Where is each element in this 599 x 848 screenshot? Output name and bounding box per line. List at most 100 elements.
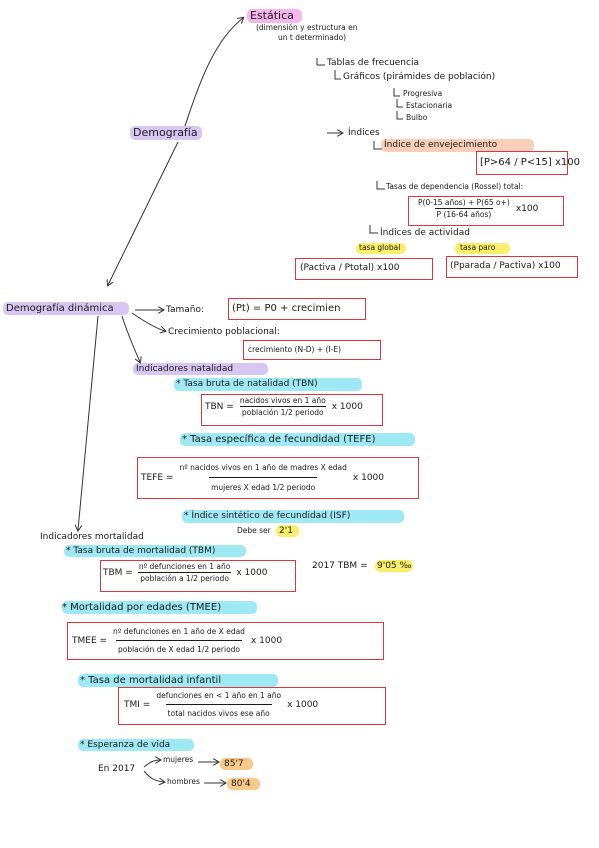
highlight-mujeres-value: [220, 758, 253, 770]
tefe-lhs: TEFE =: [141, 472, 174, 483]
mortalidad-title: Indicadores mortalidad: [40, 532, 144, 542]
tbm-numerator: nº defunciones en 1 año: [138, 562, 231, 571]
tmi-multiplier: x 1000: [287, 699, 319, 710]
tamano-formula: (Pt) = P0 + crecimien: [232, 303, 341, 314]
tmi-title: * Tasa de mortalidad infantil: [80, 675, 222, 686]
highlight-demografia: [130, 126, 202, 140]
tefe-numerator: nº nacidos vivos en 1 año de madres X ed…: [179, 463, 347, 472]
isf-debe: Debe ser: [237, 526, 271, 535]
isf-title: * Índice sintético de fecundidad (ISF): [184, 511, 351, 521]
piramide-estacionaria: Estacionaria: [406, 101, 453, 110]
crecimiento-label: Crecimiento poblacional:: [168, 327, 280, 337]
isf-value: 2'1: [279, 526, 293, 536]
tefe-box: [137, 457, 419, 499]
tmee-lhs: TMEE =: [72, 635, 108, 646]
tbm-denominator: población a 1/2 periodo: [138, 572, 231, 583]
tbn-numerator: nacidos vivos en 1 año: [239, 396, 326, 405]
crecimiento-box: [243, 340, 381, 360]
highlight-tbm-value: [375, 560, 413, 572]
tasa-global-label: tasa global: [359, 243, 401, 252]
estatica-title: Estática: [250, 9, 294, 22]
highlight-tmee: [62, 601, 257, 614]
tefe-multiplier: x 1000: [352, 472, 384, 483]
tbn-lhs: TBN =: [205, 401, 234, 412]
highlight-tmi: [78, 674, 278, 687]
highlight-isf-value: [276, 525, 299, 537]
crecimiento-formula: crecimiento (N-D) + (I-E): [248, 345, 342, 354]
demografia-dinamica: Demografía dinámica: [6, 303, 114, 314]
tmee-fraction: TMEE = nº defunciones en 1 año de X edad…: [72, 627, 282, 654]
esperanza-year: En 2017: [98, 764, 136, 774]
tbn-box: [201, 394, 383, 426]
highlight-dinamica: [3, 302, 129, 315]
tamano-box: [228, 298, 366, 320]
tmi-lhs: TMI =: [124, 699, 151, 710]
estatica-desc-2: un t determinado): [278, 33, 347, 42]
tasas-dependencia: Tasas de dependencia (Rossel) total:: [386, 182, 524, 191]
indices-actividad: Índices de actividad: [380, 228, 470, 238]
dependencia-fraction: P(0-15 años) + P(65 o+) P (16-64 años) x…: [412, 198, 538, 219]
natalidad-title: Indicadores natalidad: [136, 364, 234, 374]
demografia-root: Demografía: [133, 126, 198, 139]
envejecimiento-formula: [P>64 / P<15] x100: [480, 157, 580, 168]
tbn-title: * Tasa bruta de natalidad (TBN): [176, 379, 318, 389]
graficos: Gráficos (pirámides de población): [343, 72, 496, 82]
highlight-hombres-value: [227, 778, 260, 790]
hombres-label: hombres: [167, 777, 200, 786]
tmi-denominator: total nacidos vivos ese año: [165, 704, 272, 718]
tbm-2017-value: 9'05 ‰: [377, 561, 412, 571]
dependencia-formula-box: [408, 196, 564, 226]
mujeres-value: 85'7: [224, 759, 244, 769]
tasa-global-formula: (Pactiva / Ptotal) x100: [300, 263, 400, 273]
tbm-title: * Tasa bruta de mortalidad (TBM): [66, 546, 216, 556]
tmee-title: * Mortalidad por edades (TMEE): [62, 602, 222, 613]
envejecimiento-formula-box: [476, 151, 568, 175]
tmee-denominator: población de X edad 1/2 periodo: [115, 640, 243, 654]
tbm-fraction: TBM = nº defunciones en 1 año población …: [103, 562, 267, 583]
dependencia-numerator: P(0-15 años) + P(65 o+): [418, 198, 510, 207]
hombres-value: 80'4: [231, 779, 251, 789]
tmi-fraction: TMI = defunciones en < 1 año en 1 año to…: [124, 691, 318, 718]
dependencia-multiplier: x100: [515, 203, 539, 214]
tbn-fraction: TBN = nacidos vivos en 1 año población 1…: [205, 396, 363, 417]
tefe-fraction: TEFE = nº nacidos vivos en 1 año de madr…: [141, 463, 384, 492]
highlight-tasa-paro: [455, 243, 510, 254]
indices: Índices: [348, 128, 380, 138]
tbm-lhs: TBM =: [103, 567, 133, 578]
tasa-paro-formula: (Pparada / Pactiva) x100: [450, 261, 561, 271]
estatica-desc-1: (dimensión y estructura en: [256, 23, 358, 32]
piramide-bulbo: Bulbo: [406, 113, 428, 122]
highlight-envejecimiento: [381, 139, 534, 152]
dependencia-denominator: P (16-64 años): [434, 208, 494, 219]
esperanza-title: * Esperanza de vida: [80, 740, 171, 750]
tasa-global-box: [295, 258, 433, 280]
tefe-title: * Tasa específica de fecundidad (TEFE): [182, 434, 376, 445]
tbm-box: [100, 560, 296, 592]
indice-envejecimiento: Índice de envejecimiento: [384, 140, 498, 150]
mujeres-label: mujeres: [163, 755, 194, 764]
tmi-box: [118, 687, 386, 725]
highlight-isf: [182, 510, 404, 523]
piramide-progresiva: Progresiva: [403, 89, 443, 98]
highlight-nat-title: [133, 363, 268, 375]
highlight-tasa-global: [356, 243, 406, 254]
tamano-label: Tamaño:: [166, 305, 205, 315]
tmee-multiplier: x 1000: [250, 635, 283, 646]
tefe-denominator: mujeres X edad 1/2 periodo: [209, 477, 318, 492]
tbn-denominator: población 1/2 periodo: [239, 406, 326, 417]
tasa-paro-label: tasa paro: [460, 243, 496, 252]
tmee-numerator: nº defunciones en 1 año de X edad: [113, 627, 245, 636]
tablas-frecuencia: Tablas de frecuencia: [327, 58, 419, 68]
tbn-multiplier: x 1000: [331, 401, 363, 412]
tmi-numerator: defunciones en < 1 año en 1 año: [156, 691, 282, 700]
highlight-estatica: [247, 9, 302, 23]
highlight-tbn: [174, 378, 362, 391]
highlight-tbm: [64, 545, 246, 557]
tbm-multiplier: x 1000: [236, 567, 268, 578]
tasa-paro-box: [446, 256, 578, 278]
tmee-box: [67, 622, 384, 660]
highlight-esperanza: [78, 739, 194, 751]
tbm-2017-label: 2017 TBM =: [312, 561, 368, 571]
highlight-tefe: [180, 433, 415, 446]
